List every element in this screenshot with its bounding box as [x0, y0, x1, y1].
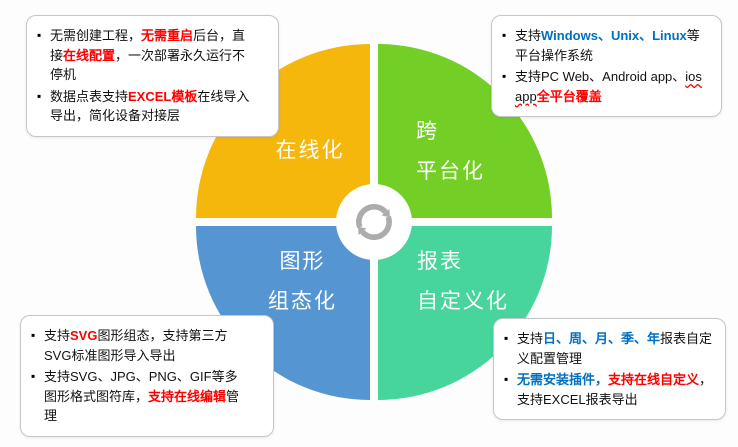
text-segment: 支持PC Web、Android app、: [515, 69, 686, 84]
text-segment: 支持: [517, 331, 544, 346]
feature-bullet: 无需创建工程，无需重启后台，直接在线配置，一次部署永久运行不停机: [37, 26, 250, 85]
feature-bullet: 支持SVG图形组态，支持第三方SVG标准图形导入导出: [31, 326, 249, 365]
feature-list: 支持SVG图形组态，支持第三方SVG标准图形导入导出 支持SVG、JPG、PNG…: [31, 326, 249, 426]
sync-arrows-icon: [356, 204, 392, 240]
label-line: 平台化: [416, 160, 485, 183]
center-circle: [336, 184, 412, 260]
feature-list: 支持日、周、月、季、年报表自定义配置管理 无需安装插件，支持在线自定义，支持EX…: [504, 329, 713, 409]
text-segment: 支持SVG、JPG、PNG、GIF等多图形格式图符库，: [44, 369, 238, 404]
feature-bullet: 支持日、周、月、季、年报表自定义配置管理: [504, 329, 713, 368]
feature-list: 无需创建工程，无需重启后台，直接在线配置，一次部署永久运行不停机 数据点表支持E…: [37, 26, 250, 126]
feature-bullet: 支持PC Web、Android app、ios app全平台覆盖: [502, 67, 709, 106]
callout-graphic-config-features: 支持SVG图形组态，支持第三方SVG标准图形导入导出 支持SVG、JPG、PNG…: [20, 315, 274, 437]
label-line: 报表: [417, 250, 463, 273]
text-segment: 管理: [44, 388, 240, 424]
text-segment: 支持在线自定义: [608, 372, 700, 387]
feature-bullet: 支持SVG、JPG、PNG、GIF等多图形格式图符库，支持在线编辑管理: [31, 367, 249, 426]
feature-bullet: 支持Windows、Unix、Linux等平台操作系统: [502, 26, 709, 65]
label-line: 图形: [279, 250, 326, 273]
text-segment: 后台，直接: [50, 28, 246, 63]
text-segment: ，一次部署永久运行不停机: [50, 47, 246, 83]
text-segment: 数据点表支持: [50, 88, 129, 104]
text-segment: 日、周、月、季、年: [543, 331, 661, 346]
text-segment: 无需安装插件，: [517, 372, 609, 387]
feature-list: 支持Windows、Unix、Linux等平台操作系统 支持PC Web、And…: [502, 26, 709, 106]
label-line: 组态化: [268, 290, 337, 313]
text-segment: 等平台操作系统: [515, 28, 700, 63]
text-segment: SVG: [70, 328, 98, 343]
callout-cross-platform-features: 支持Windows、Unix、Linux等平台操作系统 支持PC Web、And…: [491, 15, 722, 117]
text-segment: 支持: [44, 328, 71, 343]
feature-bullet: 无需安装插件，支持在线自定义，支持EXCEL报表导出: [504, 370, 713, 409]
quadrant-label-online: 在线化: [275, 139, 345, 162]
text-segment: 在线配置: [63, 47, 116, 63]
text-segment: EXCEL模板: [128, 88, 198, 104]
text-segment: ，支持EXCEL报表导出: [517, 372, 713, 407]
quadrant-label-graphic-config: 图形 组态化: [245, 242, 360, 322]
callout-online-features: 无需创建工程，无需重启后台，直接在线配置，一次部署永久运行不停机 数据点表支持E…: [26, 15, 279, 137]
text-segment: 在线导入导出，简化设备对接层: [50, 88, 250, 124]
quadrant-label-cross-platform: 跨 平台化: [416, 112, 485, 192]
text-segment: 全平台覆盖: [536, 88, 602, 104]
quadrant-label-report-custom: 报表 自定义化: [417, 242, 509, 322]
text-segment: 图形组态，支持第三方SVG标准图形导入导出: [44, 328, 228, 363]
text-segment: ios app: [515, 69, 702, 104]
feature-bullet: 数据点表支持EXCEL模板在线导入导出，简化设备对接层: [37, 87, 250, 126]
callout-report-custom-features: 支持日、周、月、季、年报表自定义配置管理 无需安装插件，支持在线自定义，支持EX…: [493, 318, 726, 420]
text-segment: 报表自定义配置管理: [517, 331, 713, 366]
label-line: 跨: [416, 120, 439, 143]
label-line: 自定义化: [417, 290, 509, 313]
text-segment: 支持: [515, 28, 542, 43]
text-segment: 无需创建工程，: [50, 28, 142, 43]
text-segment: Windows、Unix、Linux: [541, 28, 687, 43]
text-segment: 支持在线编辑: [148, 388, 227, 404]
text-segment: 无需重启: [141, 28, 194, 43]
